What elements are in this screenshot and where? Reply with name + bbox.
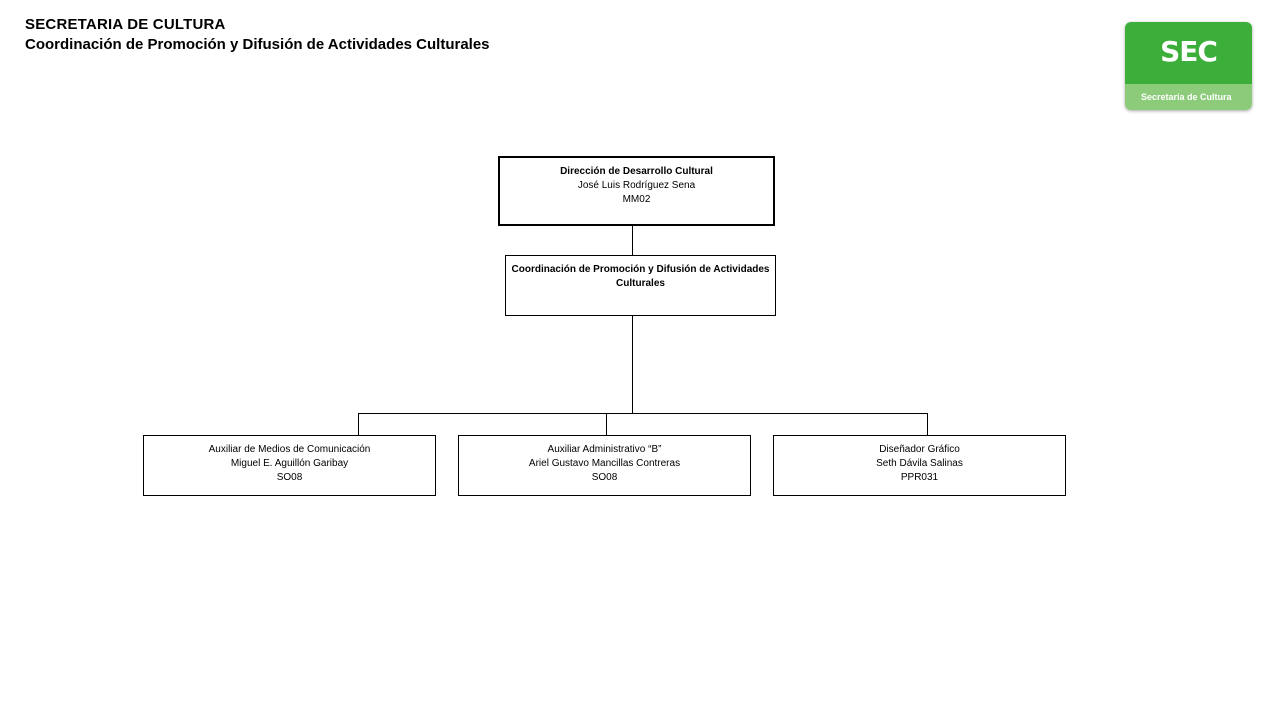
connector-child-1 [358, 413, 359, 435]
page-title: SECRETARIA DE CULTURA [25, 16, 226, 33]
org-node-auxiliar-administrativo: Auxiliar Administrativo “B” Ariel Gustav… [458, 435, 751, 496]
node-name: Seth Dávila Salinas [876, 458, 963, 469]
page-subtitle: Coordinación de Promoción y Difusión de … [25, 36, 490, 53]
node-name: Miguel E. Aguillón Garibay [230, 458, 349, 469]
org-node-coordinacion: Coordinación de Promoción y Difusión de … [505, 255, 776, 316]
node-code: PPR031 [900, 472, 939, 483]
connector-top-mid [632, 225, 633, 255]
connector-child-3 [927, 413, 928, 435]
node-code: MM02 [622, 194, 651, 205]
org-node-auxiliar-medios: Auxiliar de Medios de Comunicación Migue… [143, 435, 436, 496]
node-title: Diseñador Gráfico [879, 444, 960, 455]
sec-logo: SEC Secretaría de Cultura [1125, 22, 1252, 110]
connector-child-2 [606, 413, 607, 435]
node-title: Auxiliar de Medios de Comunicación [208, 444, 371, 455]
connector-bus [358, 413, 928, 414]
node-name: José Luis Rodríguez Sena [577, 180, 696, 191]
node-name: Ariel Gustavo Mancillas Contreras [528, 458, 681, 469]
org-node-direccion: Dirección de Desarrollo Cultural José Lu… [498, 156, 775, 226]
org-node-disenador-grafico: Diseñador Gráfico Seth Dávila Salinas PP… [773, 435, 1066, 496]
node-title: Coordinación de Promoción y Difusión de … [511, 264, 770, 289]
logo-text: SEC [1125, 22, 1252, 84]
connector-mid-bus [632, 315, 633, 413]
node-title: Auxiliar Administrativo “B” [547, 444, 662, 455]
logo-caption: Secretaría de Cultura [1125, 84, 1252, 110]
node-code: SO08 [591, 472, 618, 483]
node-code: SO08 [276, 472, 303, 483]
node-title: Dirección de Desarrollo Cultural [560, 166, 713, 177]
